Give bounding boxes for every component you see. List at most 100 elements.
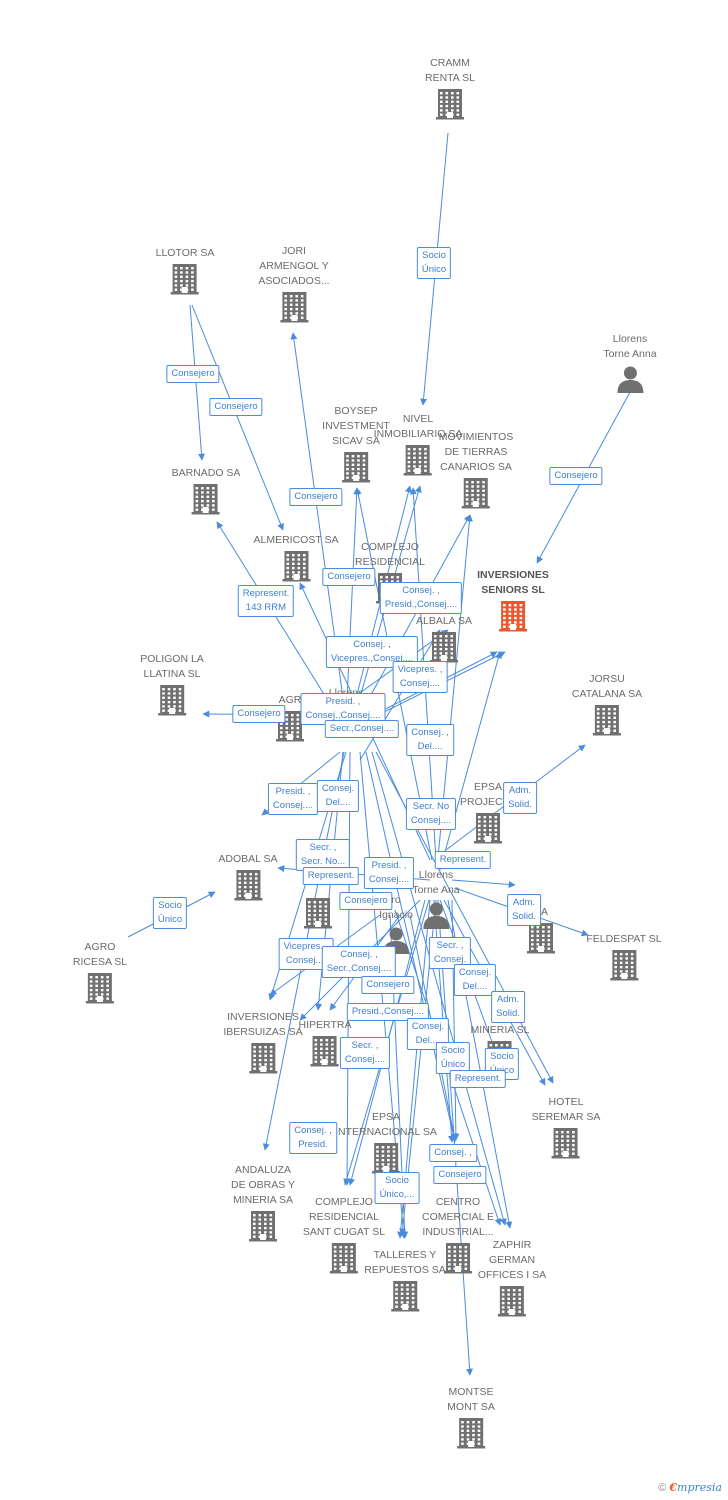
relation-label[interactable]: Consejero: [361, 976, 415, 994]
company-node[interactable]: FELDESPAT SL: [586, 932, 662, 981]
relation-label[interactable]: Consej. ,Presid.: [289, 1122, 337, 1154]
company-node[interactable]: HIPERTRA: [299, 1018, 351, 1067]
node-label: COMPLEJO: [315, 1196, 373, 1208]
relation-label[interactable]: Consej.Del....: [453, 964, 497, 996]
node-label: JORI: [282, 245, 306, 257]
company-node[interactable]: LLOTOR SA: [156, 246, 214, 295]
relation-label[interactable]: Consejero: [209, 398, 263, 416]
relation-label[interactable]: Adm.Solid.: [503, 782, 537, 814]
relation-text: Del....: [325, 797, 351, 808]
relation-label[interactable]: Consejero: [433, 1166, 487, 1184]
relation-label[interactable]: Adm.Solid.: [491, 991, 525, 1023]
relation-text: Consej. ,: [434, 1147, 472, 1158]
relation-label[interactable]: Consejero: [549, 467, 603, 485]
relationship-edge: [451, 899, 460, 1141]
relation-text: Consej.: [433, 954, 467, 965]
relation-label[interactable]: Consej.Del....: [316, 780, 360, 812]
relation-label[interactable]: Consej. ,Presid.,Consej....: [379, 582, 463, 614]
relation-label[interactable]: Consej.Del....: [406, 1018, 450, 1050]
building-icon: [439, 477, 513, 509]
relation-text: Del....: [415, 1035, 441, 1046]
relation-label[interactable]: Presid.,Consej....: [346, 1003, 430, 1021]
node-label: COMERCIAL E: [422, 1211, 494, 1223]
relation-text: Secr.,Consej....: [326, 963, 392, 974]
footer-brand[interactable]: © €mpresia: [658, 1481, 722, 1494]
relation-label[interactable]: Represent.143 RRM: [237, 585, 295, 617]
relation-label[interactable]: Represent.: [302, 867, 360, 885]
relation-text: Secr. ,: [309, 842, 337, 853]
building-icon: [477, 600, 549, 632]
relation-label[interactable]: Secr. ,Consej....: [339, 1037, 391, 1069]
relation-label[interactable]: Represent.: [434, 851, 492, 869]
relationship-edge: [371, 751, 507, 1226]
relation-text: Consejero: [327, 571, 371, 582]
relation-label[interactable]: Consejero: [289, 488, 343, 506]
relation-text: Único: [440, 1059, 466, 1070]
relation-label[interactable]: Consejero: [322, 568, 376, 586]
relation-label[interactable]: Consejero: [232, 705, 286, 723]
relation-label[interactable]: Consej. ,: [429, 1144, 477, 1162]
relation-text: Secr. ,: [351, 1040, 379, 1051]
node-label: INMOBILIARIO SA: [373, 428, 463, 440]
relation-label[interactable]: Vicepres. ,Consej....: [392, 661, 448, 693]
node-label: BOYSEP: [334, 405, 378, 417]
company-node[interactable]: ADOBAL SA: [218, 852, 278, 901]
node-label: RICESA SL: [72, 956, 128, 968]
relation-text: Secr. No...: [300, 856, 346, 867]
relation-text: Consejero: [344, 895, 388, 906]
company-node[interactable]: ALBALA SA: [416, 614, 472, 663]
company-node[interactable]: [302, 895, 334, 929]
company-node[interactable]: SA: [525, 905, 557, 954]
node-label: CANARIOS SA: [440, 461, 512, 473]
building-icon: [172, 483, 241, 515]
node-label: MOVIMIENTOS: [438, 431, 514, 443]
relation-label[interactable]: Presid. ,Consej....: [363, 857, 415, 889]
relation-label[interactable]: Consej. ,Del....: [406, 724, 454, 756]
building-icon: [422, 1242, 494, 1274]
relation-label[interactable]: Secr. , Secr. No...: [295, 839, 351, 871]
relation-label[interactable]: Consej. ,Secr.,Consej....: [321, 946, 397, 978]
relation-label[interactable]: Consejero: [339, 892, 393, 910]
relation-label[interactable]: Secr.,Consej....: [324, 720, 400, 738]
relation-label[interactable]: Presid. ,Consej....: [267, 783, 319, 815]
node-label: INVERSIONES: [227, 1011, 299, 1023]
relation-label[interactable]: Adm.Solid.: [507, 894, 541, 926]
relation-text: Socio: [158, 900, 182, 911]
node-label: RENTA SL: [425, 72, 475, 84]
company-node[interactable]: BARNADO SA: [172, 466, 241, 515]
relation-label[interactable]: Presid. ,Consej.,Consej....: [300, 693, 386, 725]
relation-label[interactable]: Represent.: [449, 1070, 507, 1088]
relation-label[interactable]: Secr. ,Consej.: [428, 937, 472, 969]
node-label: EPSA: [371, 1111, 400, 1123]
company-node[interactable]: ALMERICOST SA: [254, 533, 339, 582]
company-node[interactable]: AGR: [274, 693, 306, 742]
relation-label[interactable]: Consejero: [166, 365, 220, 383]
node-label: DE OBRAS Y: [231, 1179, 295, 1191]
